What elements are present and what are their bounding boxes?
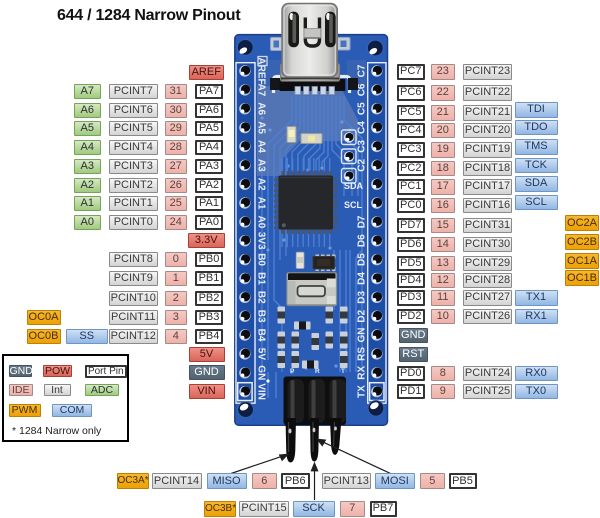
svg-text:B3: B3	[256, 310, 267, 323]
svg-text:D5: D5	[357, 253, 368, 266]
svg-text:A1: A1	[256, 197, 267, 210]
svg-text:A4: A4	[256, 140, 267, 153]
svg-text:C6: C6	[357, 83, 368, 96]
svg-text:RX: RX	[357, 366, 368, 380]
svg-text:P: P	[290, 368, 295, 375]
svg-text:C4: C4	[357, 121, 368, 134]
svg-text:R: R	[315, 368, 320, 375]
svg-text:A0: A0	[256, 216, 267, 229]
svg-text:AREF: AREF	[256, 57, 267, 84]
svg-text:RS: RS	[357, 347, 368, 361]
svg-text:A5: A5	[256, 121, 267, 134]
svg-text:A3: A3	[256, 159, 267, 172]
svg-text:VIN: VIN	[256, 383, 267, 400]
svg-text:GN: GN	[357, 328, 368, 343]
svg-text:TX: TX	[357, 385, 368, 398]
svg-text:D6: D6	[357, 234, 368, 247]
svg-text:A7: A7	[256, 84, 267, 97]
svg-text:5V: 5V	[256, 348, 267, 361]
svg-text:D3: D3	[357, 290, 368, 303]
svg-text:SCL: SCL	[344, 200, 363, 210]
svg-text:3V3: 3V3	[256, 232, 267, 250]
svg-text:GN: GN	[256, 365, 267, 380]
svg-text:C3: C3	[357, 140, 368, 153]
svg-text:D4: D4	[357, 272, 368, 285]
svg-text:SDA: SDA	[344, 181, 364, 191]
svg-text:B4: B4	[256, 329, 267, 342]
svg-text:B2: B2	[256, 291, 267, 304]
svg-text:C7: C7	[357, 64, 368, 77]
svg-text:A6: A6	[256, 102, 267, 115]
svg-text:T: T	[341, 368, 345, 375]
svg-text:D7: D7	[357, 215, 368, 228]
svg-text:B1: B1	[256, 272, 267, 285]
svg-text:A2: A2	[256, 178, 267, 191]
svg-text:D2: D2	[357, 309, 368, 322]
svg-text:C2: C2	[357, 158, 368, 171]
svg-text:C5: C5	[357, 102, 368, 115]
svg-text:B0: B0	[256, 253, 267, 266]
